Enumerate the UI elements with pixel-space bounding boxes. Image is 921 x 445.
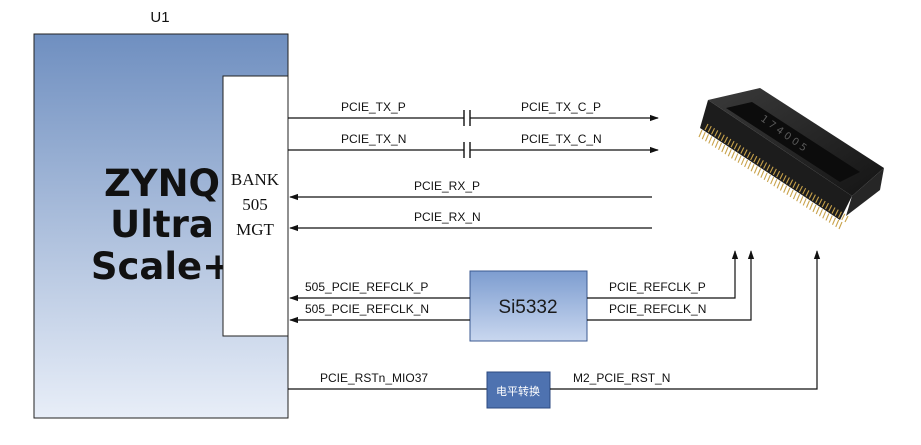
label-refclk505-p: 505_PCIE_REFCLK_P: [305, 280, 428, 294]
label-rx-p: PCIE_RX_P: [414, 179, 480, 193]
si5332-label: Si5332: [498, 297, 557, 318]
fpga-ref-label: U1: [150, 9, 169, 26]
label-refclk-p: PCIE_REFCLK_P: [609, 280, 706, 294]
capacitor-icon: [464, 110, 470, 126]
fpga-name-line-1: ZYNQ: [104, 162, 220, 205]
m2-connector-icon: 1 7 4 0 0 5: [699, 88, 884, 229]
label-rst-out: M2_PCIE_RST_N: [573, 371, 670, 385]
label-tx-c-n: PCIE_TX_C_N: [521, 132, 602, 146]
label-tx-n: PCIE_TX_N: [341, 132, 406, 146]
label-refclk505-n: 505_PCIE_REFCLK_N: [305, 302, 429, 316]
label-rst-in: PCIE_RSTn_MIO37: [320, 371, 428, 385]
capacitor-icon: [464, 142, 470, 158]
bank-line-3: MGT: [236, 220, 274, 239]
level-shifter-label: 电平转换: [496, 384, 540, 398]
label-tx-c-p: PCIE_TX_C_P: [521, 100, 601, 114]
label-refclk-n: PCIE_REFCLK_N: [609, 302, 706, 316]
bank-line-2: 505: [242, 195, 268, 214]
bank-line-1: BANK: [231, 170, 280, 189]
fpga-name-line-2: Ultra: [110, 203, 214, 246]
label-rx-n: PCIE_RX_N: [414, 210, 481, 224]
label-tx-p: PCIE_TX_P: [341, 100, 406, 114]
fpga-name-line-3: Scale+: [91, 245, 233, 288]
